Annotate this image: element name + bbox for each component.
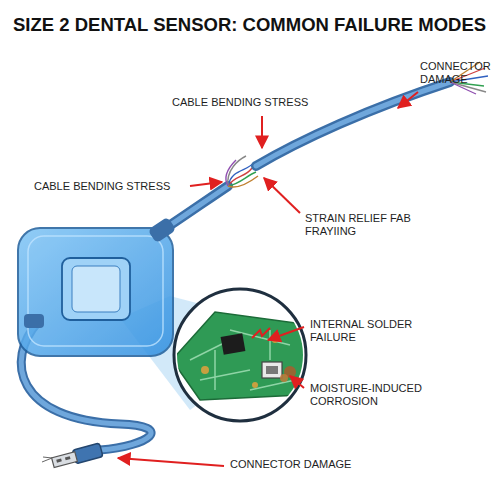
leader-arrows [118, 92, 418, 466]
diagram-title: SIZE 2 DENTAL SENSOR: COMMON FAILURE MOD… [13, 14, 486, 36]
usb-plug [51, 443, 103, 469]
callout-label: CABLE BENDING STRESS [34, 180, 186, 193]
frayed-wires [226, 156, 258, 187]
sensor-housing [18, 217, 176, 356]
callout-label: CONNECTOR DAMAGE [230, 458, 380, 471]
callout-label: CABLE BENDING STRESS [172, 96, 322, 109]
callout-label: INTERNAL SOLDER FAILURE [310, 318, 420, 344]
callout-label: MOISTURE-INDUCED CORROSION [310, 382, 445, 408]
pcb-magnifier [172, 289, 310, 421]
callout-label: STRAIN RELIEF FAB FRAYIING [305, 212, 430, 238]
callout-label: CONNECTOR DAMAGE [420, 60, 496, 86]
